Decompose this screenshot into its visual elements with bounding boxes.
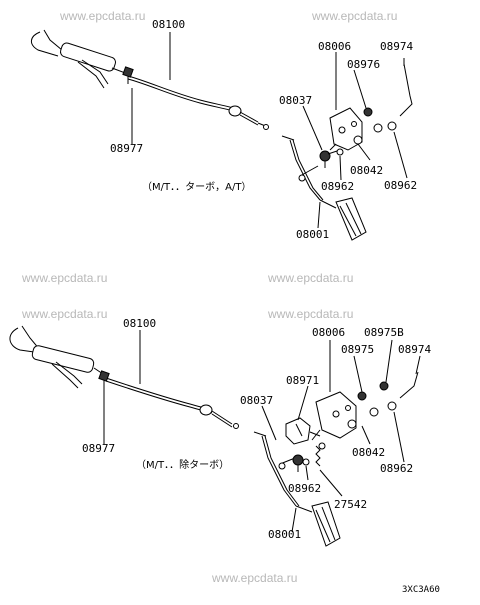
- upper-variant-note: （M/T．．ターボ，A/T）: [142, 181, 251, 193]
- label-pin: 08974: [380, 40, 413, 53]
- label-stopper: 08037: [240, 394, 273, 407]
- diagram-code: 3XC3A60: [402, 585, 440, 595]
- label-nut: 08975: [341, 343, 374, 356]
- label-pedal: 08001: [296, 228, 329, 241]
- cable-clip: [122, 66, 134, 84]
- accelerator-cable: [31, 29, 269, 130]
- lower-leader-lines: [103, 330, 421, 533]
- label-bushing: 08042: [350, 164, 383, 177]
- watermark: www.epcdata.ru: [59, 9, 145, 23]
- label-pin: 08974: [398, 343, 431, 356]
- label-washer-left: 08962: [288, 482, 321, 495]
- watermark: www.epcdata.ru: [267, 307, 353, 321]
- label-cable: 08100: [123, 317, 156, 330]
- watermark: www.epcdata.ru: [311, 9, 397, 23]
- label-spring: 27542: [334, 498, 367, 511]
- label-washer-right: 08962: [380, 462, 413, 475]
- label-nut-b: 08975B: [364, 326, 404, 339]
- cable-clip: [98, 370, 110, 390]
- label-washer-right: 08962: [384, 179, 417, 192]
- stopper: [319, 150, 331, 168]
- stopper: [292, 454, 304, 472]
- label-cable-clip: 08977: [110, 142, 143, 155]
- label-cable-clip: 08977: [82, 442, 115, 455]
- upper-assembly: 08100 08977 08006 08974 08976 08037 0804…: [31, 18, 417, 241]
- bushing-and-washers: [327, 63, 413, 156]
- accelerator-pedal: [253, 431, 341, 547]
- accelerator-switch: [285, 417, 321, 445]
- lower-variant-note: （M/T．．除ターボ）: [136, 458, 229, 471]
- label-bracket: 08006: [318, 40, 351, 53]
- pedal-bracket: [311, 391, 357, 441]
- label-pedal: 08001: [268, 528, 301, 541]
- accelerator-cable: [9, 325, 239, 429]
- label-bushing: 08042: [352, 446, 385, 459]
- watermark: www.epcdata.ru: [21, 307, 107, 321]
- label-nut: 08976: [347, 58, 380, 71]
- return-spring: [315, 442, 326, 467]
- accelerator-pedal: [281, 135, 367, 241]
- label-cable: 08100: [152, 18, 185, 31]
- watermark: www.epcdata.ru: [21, 271, 107, 285]
- label-switch: 08971: [286, 374, 319, 387]
- label-bracket: 08006: [312, 326, 345, 339]
- bushing-and-washers: [302, 371, 419, 466]
- label-stopper: 08037: [279, 94, 312, 107]
- watermark: www.epcdata.ru: [211, 571, 297, 585]
- upper-leader-lines: [131, 32, 408, 229]
- label-washer-left: 08962: [321, 180, 354, 193]
- watermark: www.epcdata.ru: [267, 271, 353, 285]
- lower-assembly: 08100 08977 08006 08975B 08975 08974 089…: [9, 317, 431, 547]
